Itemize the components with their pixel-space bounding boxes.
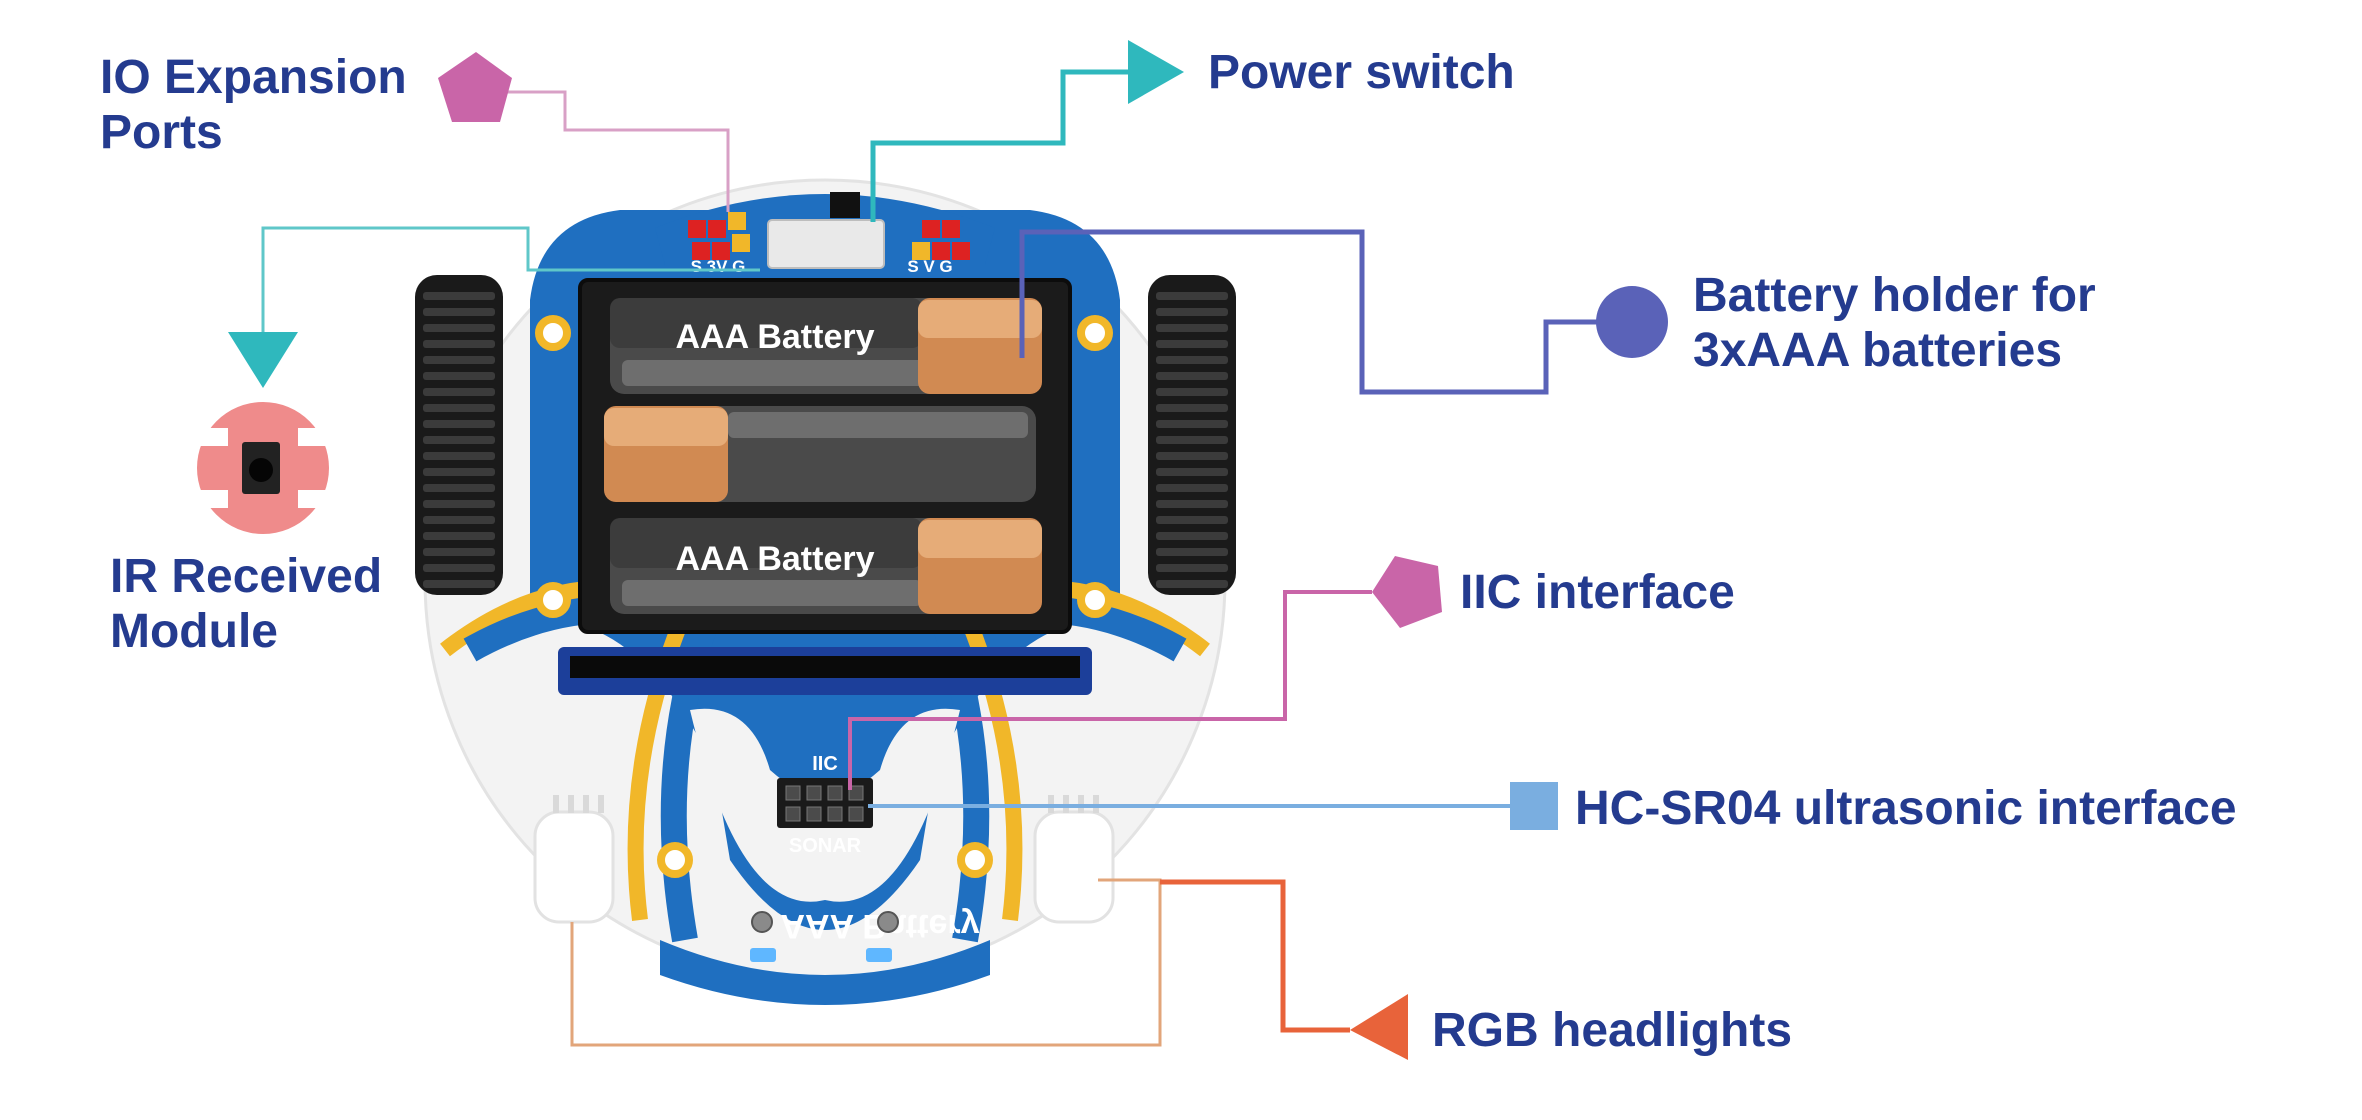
wheel-tread [423,500,495,508]
power-switch [767,192,885,269]
battery-3-label: AAA Battery [675,540,874,578]
wheel-tread [423,564,495,572]
wheel-tread [423,308,495,316]
battery-holder-label-line1: Battery holder for [1693,269,2096,322]
callout-labels: IO Expansion Ports Power switch Battery … [100,46,2237,1057]
pins-left-sub: S 3V G [691,257,746,276]
power-switch-marker [1128,40,1184,104]
sonar-label: SONAR [789,835,862,857]
wheel-tread [1156,548,1228,556]
wheel-tread [1156,292,1228,300]
wheel-tread [423,340,495,348]
io-expansion-label-line1: IO Expansion [100,51,407,104]
wheel-left [415,275,503,595]
bottom-leds [750,911,899,962]
wheel-tread [1156,388,1228,396]
header-pin [848,785,864,801]
rgb-leader [570,878,1162,1047]
ir-receiver-label-line1: IR Received [110,550,382,603]
ir-receiver-leader [261,226,760,332]
markers [196,40,1668,1060]
wheel-tread [1156,484,1228,492]
wheel-tread [423,484,495,492]
wheel-tread [423,324,495,332]
iic-interface-label: IIC interface [1460,566,1735,619]
robot-board: AAA Battery AAA Battery AAA Battery [415,178,1236,1005]
battery-holder-marker [1596,286,1668,358]
header-pin [806,785,822,801]
wheel-tread [423,420,495,428]
wheel-tread [1156,452,1228,460]
headlight-right [1033,795,1115,924]
wheel-tread [423,292,495,300]
battery-3: AAA Battery [610,518,1042,614]
wheel-tread [423,548,495,556]
power-switch-label: Power switch [1208,46,1515,99]
power-switch-leader [870,69,1128,222]
bottom-band [660,940,990,1005]
leader-lines [261,69,1600,1047]
wheel-tread [423,516,495,524]
ir-receiver-label-line2: Module [110,605,278,658]
wheel-tread [423,372,495,380]
io-pins-right: S V G [907,220,970,276]
io-pins-left: S 3V G [688,212,750,276]
rgb-marker [1350,994,1408,1060]
pins-right-sub: S V G [907,257,952,276]
io-expansion-label-line2: Ports [100,106,223,159]
wheel-tread [423,452,495,460]
header-pin [806,806,822,822]
wheel-tread [423,436,495,444]
io-expansion-leader [505,90,730,212]
iic-sonar-header: IIC SONAR [777,753,873,857]
wheel-tread [1156,324,1228,332]
battery-1-label: AAA Battery [675,318,874,356]
header-pin [785,806,801,822]
header-pin [848,806,864,822]
rgb-leader-arrow [1160,879,1350,1033]
wheel-tread [423,580,495,588]
headlight-left [533,795,615,924]
wheel-tread [1156,580,1228,588]
sonar-interface-label: HC-SR04 ultrasonic interface [1575,782,2237,835]
ir-receiver-marker [228,332,298,388]
wheel-tread [1156,420,1228,428]
wheel-tread [423,404,495,412]
wheel-tread [1156,500,1228,508]
wheel-tread [1156,436,1228,444]
wheel-tread [1156,372,1228,380]
wheel-tread [423,356,495,364]
header-pin [785,785,801,801]
wheel-tread [1156,532,1228,540]
wheel-tread [423,388,495,396]
battery-holder-leader [1019,229,1600,395]
iic-marker [1372,556,1442,628]
wheel-tread [1156,404,1228,412]
iic-label: IIC [812,753,838,775]
wheel-tread [1156,468,1228,476]
wheel-tread [1156,516,1228,524]
io-expansion-marker [438,52,512,122]
header-pin [827,785,843,801]
rgb-headlights-label: RGB headlights [1432,1004,1792,1057]
wheel-tread [1156,356,1228,364]
mounting-holes [535,315,1113,878]
wheel-tread [423,532,495,540]
iic-leader [848,590,1372,790]
wheel-tread [1156,308,1228,316]
wheel-tread [1156,564,1228,572]
header-pin [827,806,843,822]
wheel-tread [423,468,495,476]
sonar-marker [1510,782,1558,830]
wheel-right [1148,275,1236,595]
battery-2: AAA Battery [604,406,1036,945]
battery-1: AAA Battery [610,298,1042,394]
ir-receiver-module [196,402,330,534]
battery-holder-label-line2: 3xAAA batteries [1693,324,2062,377]
edge-connector-inner [570,656,1080,678]
wheel-tread [1156,340,1228,348]
